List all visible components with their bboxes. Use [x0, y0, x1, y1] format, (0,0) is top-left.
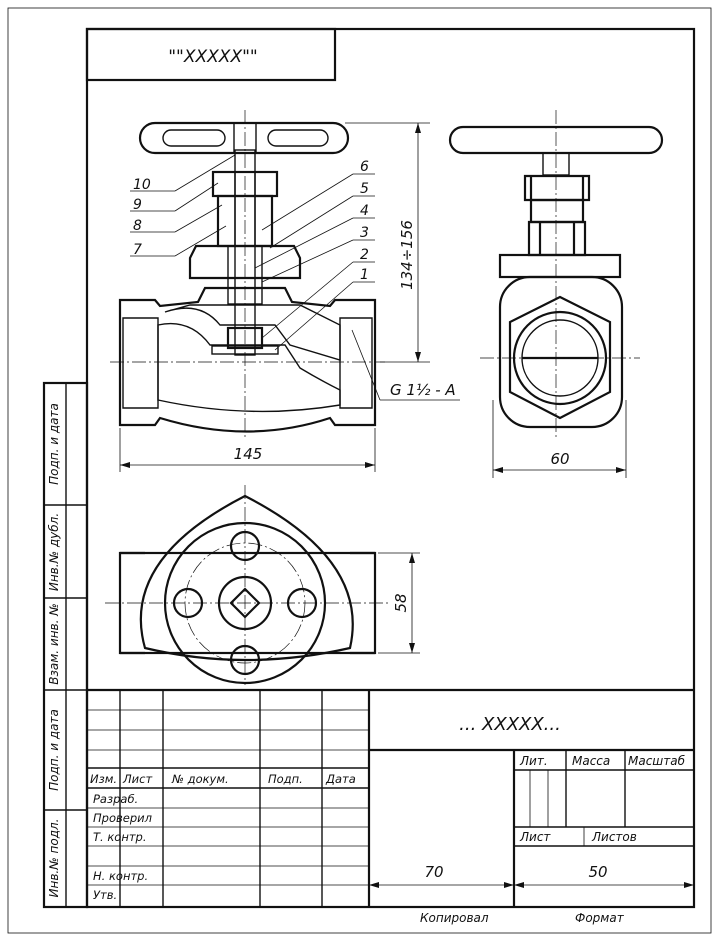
dim-70: 70: [424, 863, 443, 881]
dim-50: 50: [588, 863, 607, 881]
outer-trim-frame: [7, 7, 712, 934]
leader-2: 2: [360, 247, 369, 263]
side-label-orig-inv-no: Инв.№ подл.: [47, 819, 61, 898]
width-dimension: 60: [492, 400, 627, 478]
title-block: Изм. Лист № докум. Подп. Дата Разраб. Пр…: [87, 688, 694, 907]
title-dim-50: 50: [514, 863, 694, 888]
side-label-sign-date-1: Подп. и дата: [47, 403, 61, 485]
side-label-dup-inv-no: Инв.№ дубл.: [47, 513, 61, 591]
height-dimension: 134÷156: [345, 122, 430, 363]
valve-body: [118, 286, 377, 433]
footer-copied: Копировал: [420, 911, 489, 925]
sheets-label: Листов: [591, 830, 637, 844]
side-label-sign-date-2: Подп. и дата: [47, 709, 61, 791]
side-strip: Подп. и дата Инв.№ дубл. Взам. инв. № По…: [42, 381, 89, 909]
role-approved: Утв.: [93, 888, 117, 902]
thread-callout: G 1½ - A: [351, 329, 460, 401]
leader-4: 4: [360, 203, 369, 219]
top-body-outline: [139, 494, 354, 662]
col-change: Изм.: [90, 772, 117, 786]
top-view: 58: [105, 485, 420, 685]
role-tech-control: Т. контр.: [93, 830, 147, 844]
handwheel: [138, 121, 350, 155]
sheet-label: Лист: [519, 830, 551, 844]
leader-7: 7: [133, 242, 142, 258]
col-sheet: Лист: [122, 772, 152, 786]
leaders-right: 6 5 4 3 2 1: [254, 159, 375, 351]
col-sign: Подп.: [268, 772, 303, 786]
leader-5: 5: [360, 181, 369, 197]
col-doc-no: № докум.: [171, 772, 229, 786]
bonnet: [188, 244, 302, 280]
scale-label: Масштаб: [628, 754, 686, 768]
length-dimension: 145: [119, 428, 376, 472]
leader-10: 10: [133, 177, 151, 193]
front-view: 10 9 8 7 6 5 4 3 2 1 134÷156: [110, 110, 460, 472]
dim-width: 60: [550, 450, 569, 468]
mass-label: Масса: [572, 754, 610, 768]
leader-8: 8: [133, 218, 142, 234]
header-stamp-text: ""XXXXX"": [168, 47, 258, 67]
side-label-interchange-inv-no: Взам. инв. №: [47, 603, 61, 684]
leader-6: 6: [360, 159, 369, 175]
side-body: [498, 275, 624, 429]
role-norm-control: Н. контр.: [93, 869, 148, 883]
designation: ... XXXXX...: [459, 714, 561, 735]
dim-length: 145: [234, 445, 263, 463]
side-gland-nut: [523, 174, 591, 202]
title-dim-70: 70: [369, 863, 514, 888]
leader-9: 9: [133, 197, 142, 213]
side-view: 60: [448, 110, 664, 478]
dim-height: 134÷156: [398, 220, 416, 290]
lit-label: Лит.: [519, 754, 548, 768]
thread-label: G 1½ - A: [390, 381, 456, 399]
col-date: Дата: [325, 772, 356, 786]
leader-3: 3: [360, 225, 369, 241]
footer-format: Формат: [575, 911, 625, 925]
plan-dimension: 58: [378, 552, 420, 654]
leader-1: 1: [360, 267, 369, 283]
side-bonnet: [527, 220, 587, 257]
header-stamp: ""XXXXX"": [85, 27, 337, 82]
role-developed: Разраб.: [93, 792, 138, 806]
side-hex-outline: [508, 295, 612, 420]
role-checked: Проверил: [93, 811, 153, 825]
dim-plan: 58: [392, 593, 410, 612]
leaders-left: 10 9 8 7: [130, 154, 236, 258]
